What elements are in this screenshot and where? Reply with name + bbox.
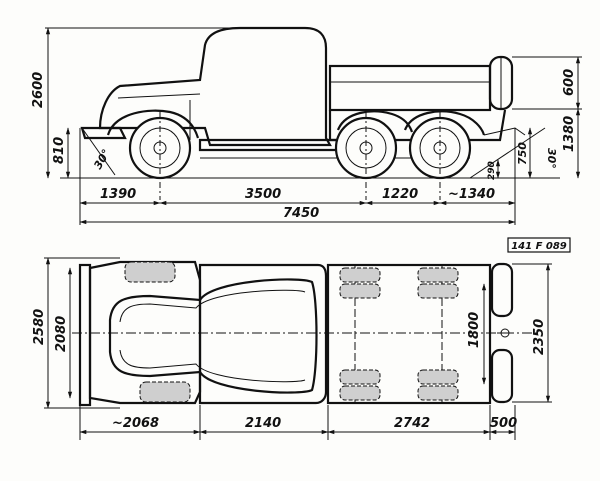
top-spare-wheel-right <box>490 348 514 404</box>
hood-line <box>117 93 201 99</box>
front-fender <box>106 109 200 139</box>
top-spare-wheel-left <box>490 262 514 318</box>
dim-front-clearance: 810 <box>52 137 67 164</box>
dim-bed-section: 2742 <box>394 416 430 431</box>
dim-front-section: ~2068 <box>112 416 159 431</box>
dim-rear-overhang: ~1340 <box>448 187 495 202</box>
dim-spare-section: 500 <box>490 416 517 431</box>
side-view: 2600 810 30° 600 1380 750 30° 290 1390 3… <box>31 26 582 225</box>
top-cargo-bed <box>326 263 492 405</box>
dim-cab-top-offset: 600 <box>562 69 577 96</box>
dim-wheelbase: 3500 <box>245 187 281 202</box>
dim-bed-width: 2350 <box>532 319 547 355</box>
top-cab <box>198 263 328 405</box>
rear-fender-2 <box>403 110 486 136</box>
dim-ground-clearance: 290 <box>487 161 497 180</box>
dim-overall-height: 2600 <box>31 72 46 108</box>
drawing-stamp: 141 F 089 <box>507 237 571 253</box>
cab-outline <box>98 26 332 147</box>
departure-line <box>469 127 546 179</box>
dim-cab-section: 2140 <box>245 416 281 431</box>
dim-overall-length: 7450 <box>283 206 319 221</box>
rear-fender-1 <box>336 110 414 133</box>
top-front-wheel-left <box>124 261 176 283</box>
stamp-text: 141 F 089 <box>511 241 567 252</box>
top-view: 2580 2080 1800 2350 ~2068 2140 2742 500 <box>32 257 552 440</box>
cargo-bed <box>328 64 492 112</box>
dim-overall-width: 2580 <box>32 309 47 345</box>
dim-rear-clearance: 750 <box>516 142 529 165</box>
dim-departure-angle: 30° <box>545 148 558 169</box>
dim-tandem-spacing: 1220 <box>382 187 418 202</box>
dim-bed-height: 1380 <box>562 116 577 152</box>
top-cab-roof <box>108 278 318 394</box>
rear-frame <box>483 127 526 136</box>
top-front-wheel-right <box>139 381 191 403</box>
dim-track: 1800 <box>467 312 482 348</box>
approach-line <box>81 127 116 176</box>
dim-front-overhang: 1390 <box>100 187 136 202</box>
dim-cab-width: 2080 <box>54 316 69 352</box>
top-front-bumper <box>78 263 92 407</box>
